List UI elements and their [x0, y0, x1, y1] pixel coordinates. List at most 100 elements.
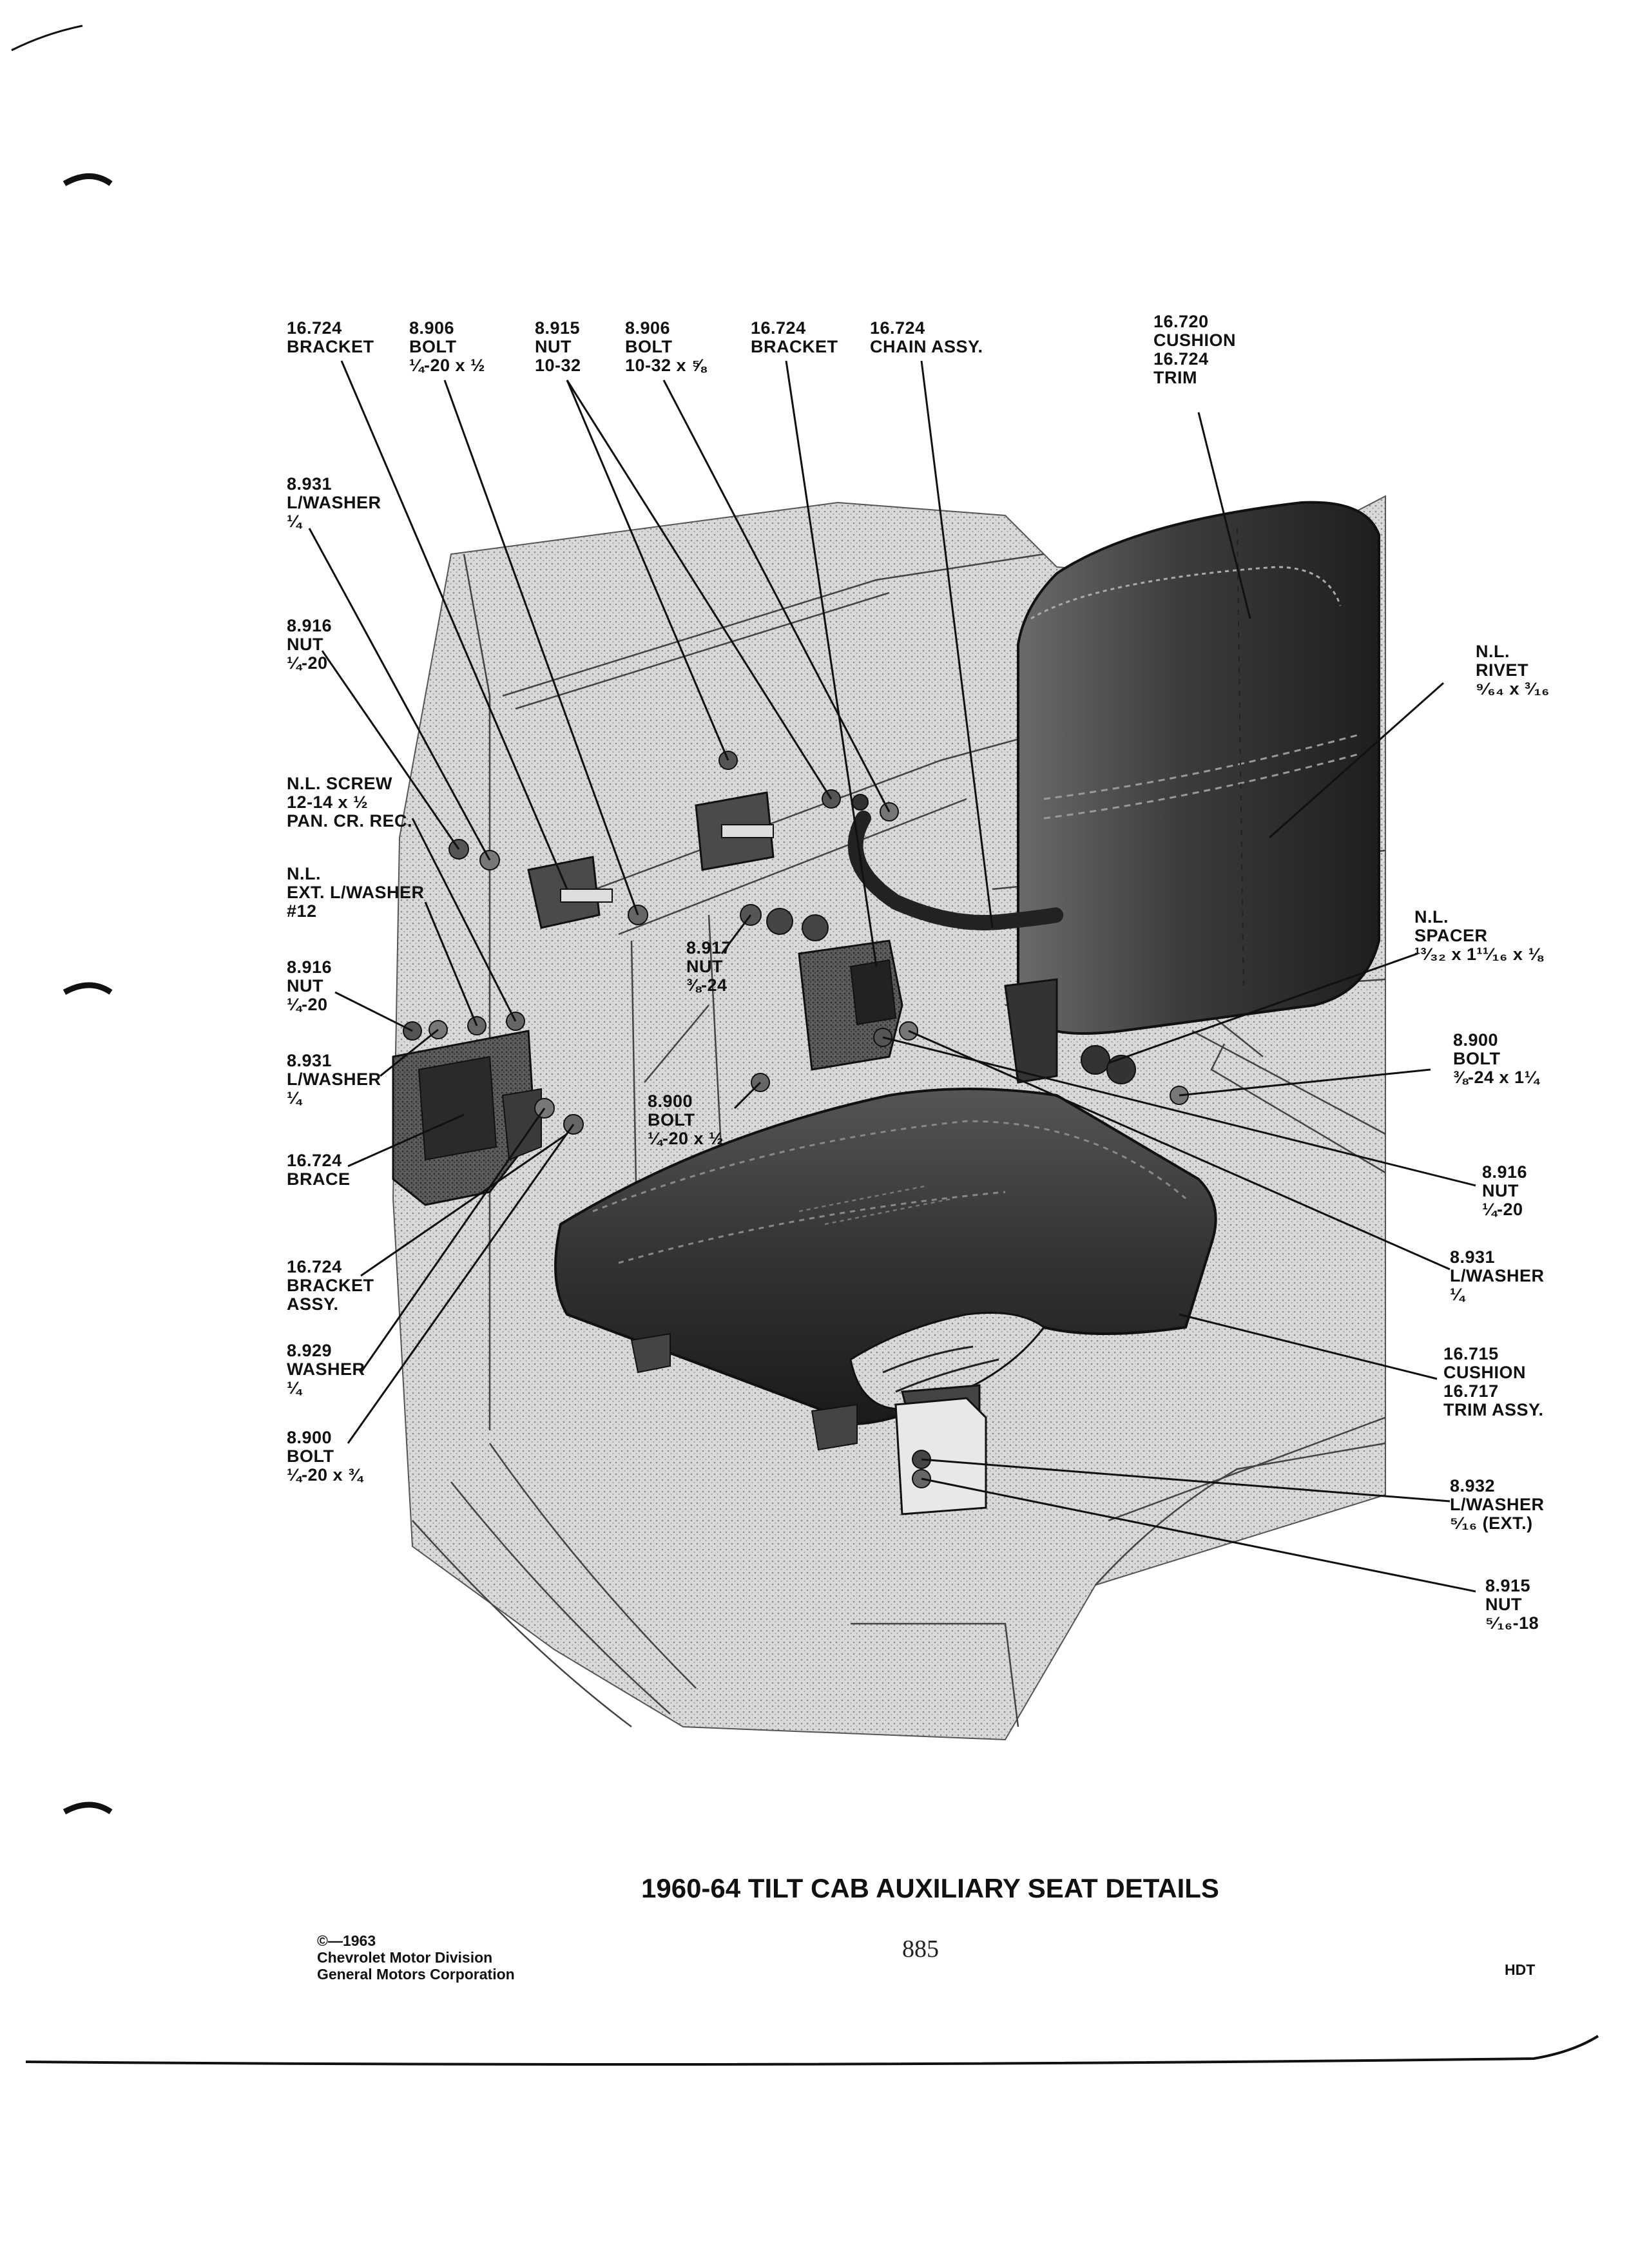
callout-line: ¼ [287, 512, 303, 531]
leader-brace [347, 1113, 465, 1168]
hw-washer-3-8-b [802, 914, 829, 941]
callout-line: 8.916 [1482, 1162, 1527, 1182]
callout-line: BOLT [648, 1110, 695, 1129]
leader-nut-5-16-18 [921, 1477, 1476, 1593]
callout-line: 16.720 [1153, 312, 1209, 331]
callout-line: #12 [287, 901, 317, 921]
callout-line: 8.906 [409, 318, 454, 338]
leader-chain-assy [920, 360, 994, 928]
callout-line: 8.916 [287, 957, 332, 977]
callout-line: 16.724 [287, 1151, 342, 1170]
leader-nut-upper [321, 650, 460, 850]
callout-line: 8.900 [1453, 1030, 1498, 1050]
callout-line: 8.917 [686, 938, 731, 957]
page-title: 1960-64 TILT CAB AUXILIARY SEAT DETAILS [641, 1873, 1219, 1903]
callout-line: NUT [686, 957, 723, 976]
callout-line: 8.931 [287, 1051, 332, 1070]
callout-line: 16.724 [287, 318, 342, 338]
callout-leader-lines [308, 360, 1476, 1593]
callout-line: 16.715 [1443, 1344, 1499, 1363]
callout-line: L/WASHER [1450, 1495, 1545, 1514]
upper-left-bracket [527, 856, 613, 929]
callout-line: L/WASHER [287, 1070, 381, 1089]
copyright-line: ©—1963 [317, 1932, 376, 1949]
leader-bolt-lower-left [347, 1124, 575, 1444]
callout-line: 16.724 [287, 1257, 342, 1276]
callout-line: N.L. [1414, 907, 1449, 927]
callout-line: PAN. CR. REC. [287, 811, 412, 831]
callout-line: 12-14 x ½ [287, 793, 368, 812]
callout-line: 8.906 [625, 318, 670, 338]
callout-line: ¼ [287, 1378, 303, 1398]
callout-line: BRACE [287, 1169, 351, 1189]
leader-bracket-top-mid [785, 360, 878, 967]
callout-line: BRACKET [287, 1276, 374, 1295]
leader-lwasher-upper [308, 528, 491, 861]
leader-bolt-3-8-24 [1179, 1068, 1431, 1097]
leader-screw [411, 818, 517, 1022]
callout-line: 16.724 [870, 318, 925, 338]
callout-line: CHAIN ASSY. [870, 337, 983, 356]
hw-washer-3-8-a [766, 908, 793, 935]
callout-line: ¹³⁄₃₂ x 1¹¹⁄₁₆ x ⅛ [1414, 945, 1543, 964]
callout-line: 10-32 x ⅝ [625, 356, 707, 375]
leader-spacer [1108, 952, 1418, 1064]
company-line-1: Chevrolet Motor Division [317, 1949, 492, 1966]
callout-line: ¼ [1450, 1285, 1466, 1304]
seat-illustration [392, 495, 1386, 1741]
leader-ext-lwasher [424, 901, 478, 1026]
leader-cushion-trim-back [1197, 412, 1251, 619]
callout-line: 16.724 [751, 318, 806, 338]
callout-line: EXT. L/WASHER [287, 883, 425, 902]
callout-line: NUT [287, 635, 323, 654]
callout-line: ⁵⁄₁₆-18 [1485, 1613, 1539, 1633]
callout-line: 8.932 [1450, 1476, 1495, 1495]
scan-marks [11, 24, 1599, 2066]
callout-line: 8.929 [287, 1341, 332, 1360]
callout-line: L/WASHER [1450, 1266, 1545, 1285]
leader-nut-10-32-a [566, 380, 729, 761]
chain-assembly [847, 811, 1065, 930]
callout-line: 8.915 [1485, 1576, 1530, 1595]
leader-cushion-trim-seat [1179, 1313, 1438, 1380]
callout-line: ¼-20 [287, 995, 328, 1014]
callout-line: SPACER [1414, 926, 1488, 945]
callout-line: 8.916 [287, 616, 332, 635]
leader-lwasher-ext [921, 1458, 1451, 1503]
callout-line: ⁹⁄₆₄ x ³⁄₁₆ [1476, 679, 1550, 698]
callout-line: ⅜-24 [686, 975, 728, 995]
callout-line: 8.915 [535, 318, 580, 338]
callout-line: N.L. [287, 864, 321, 883]
callout-line: N.L. [1476, 642, 1510, 661]
callout-line: TRIM ASSY. [1443, 1400, 1544, 1419]
callout-line: 8.900 [287, 1428, 332, 1447]
callout-line: ¼-20 x ¾ [287, 1465, 364, 1485]
callout-line: 8.931 [1450, 1247, 1495, 1267]
callout-line: BOLT [287, 1446, 334, 1466]
leader-bolt-1-4-20 [443, 380, 639, 916]
callout-line: NUT [1482, 1181, 1519, 1200]
callout-line: ASSY. [287, 1294, 339, 1314]
callout-line: L/WASHER [287, 493, 381, 512]
page-number: 885 [902, 1936, 939, 1963]
callout-line: BOLT [625, 337, 672, 356]
document-code: HDT [1505, 1961, 1535, 1978]
callout-line: ¼-20 x ½ [648, 1129, 724, 1148]
leader-washer [360, 1108, 546, 1373]
callout-line: N.L. SCREW [287, 774, 392, 793]
callout-line: NUT [535, 337, 572, 356]
